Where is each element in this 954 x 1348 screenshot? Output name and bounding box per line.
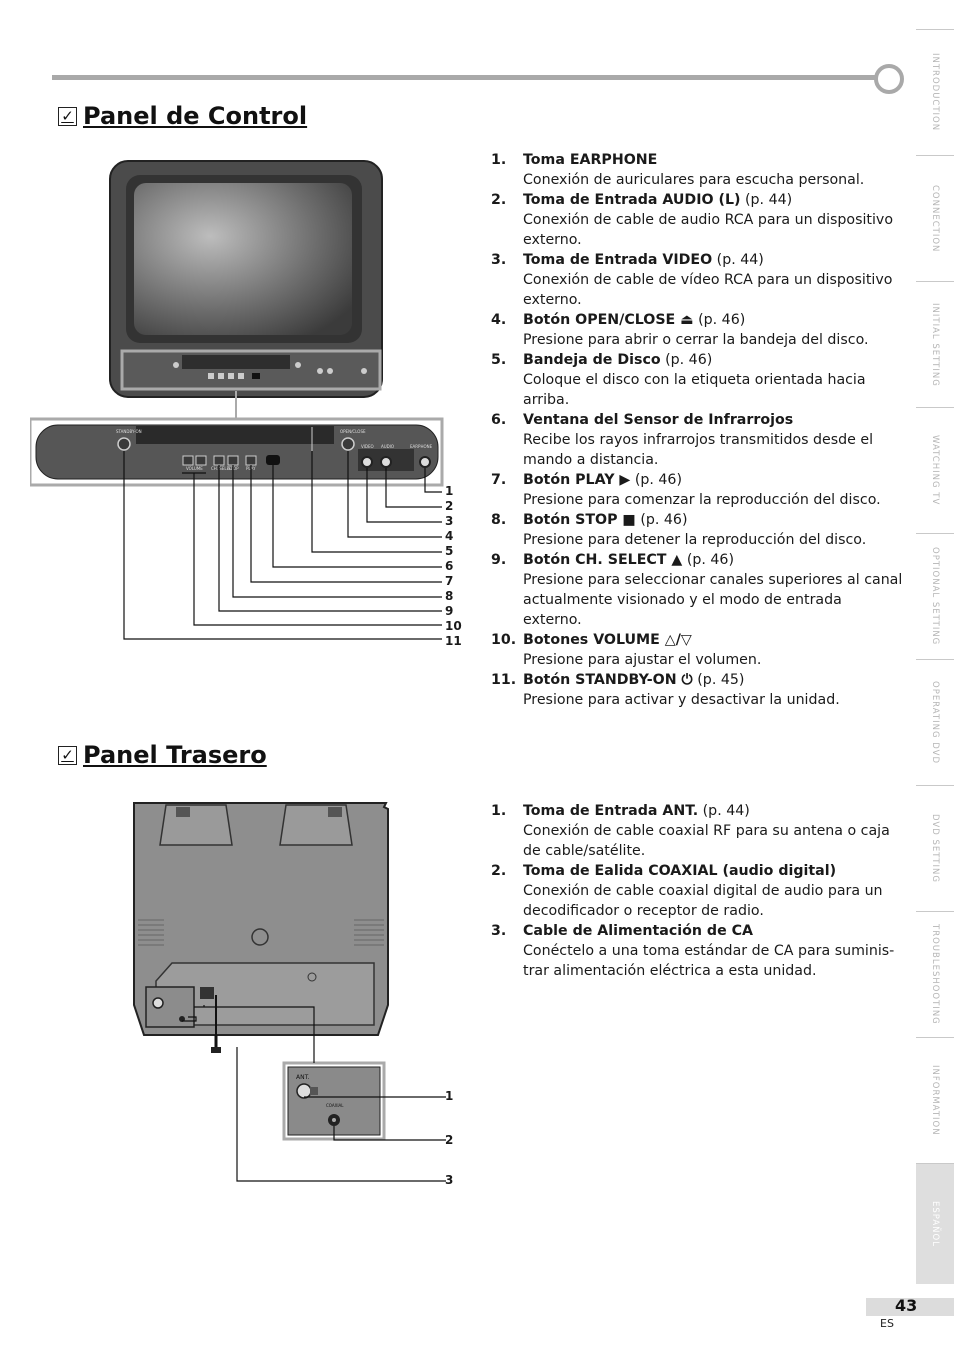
callout-number: 10 [445, 619, 462, 633]
tv-screen [134, 183, 352, 335]
callout-number: 1 [445, 1089, 454, 1103]
page-number-box [866, 1298, 954, 1316]
tab-watching-tv[interactable]: WATCHING TV [916, 407, 954, 533]
callout-number: 4 [445, 529, 454, 543]
disc-tray [136, 426, 334, 444]
svg-text:AUDIO: AUDIO [381, 444, 394, 449]
svg-text:OPEN/CLOSE: OPEN/CLOSE [340, 429, 366, 434]
svg-text:EARPHONE: EARPHONE [410, 444, 433, 449]
tab-espanol[interactable]: ESPAÑOL [916, 1163, 954, 1284]
list-item: 4.Botón OPEN/CLOSE ⏏ (p. 46)Presione par… [491, 312, 869, 348]
list-item: 2.Toma de Ealida COAXIAL (audio digital)… [491, 863, 883, 919]
callout-number: 3 [445, 514, 454, 528]
callout-number: 3 [445, 1173, 454, 1187]
list-item: 3.Toma de Entrada VIDEO (p. 44)Conexión … [491, 252, 893, 308]
checkbox-icon: ✓ [58, 106, 77, 126]
svg-text:VOLUME: VOLUME [186, 466, 203, 471]
list-item: 2.Toma de Entrada AUDIO (L) (p. 44)Conex… [491, 192, 894, 248]
tab-introduction[interactable]: INTRODUCTION [916, 29, 954, 155]
callout-number: 7 [445, 574, 454, 588]
tab-dvd-setting[interactable]: DVD SETTING [916, 785, 954, 911]
section-title-rear-text: Panel Trasero [83, 741, 267, 769]
side-tabs: INTRODUCTION CONNECTION INITIAL SETTING … [916, 29, 954, 1284]
section-title-rear: ✓ Panel Trasero [58, 741, 267, 769]
header-rule-circle [874, 64, 904, 94]
callout-number: 6 [445, 559, 454, 573]
section-title-control: ✓ Panel de Control [58, 102, 307, 130]
list-item: 11.Botón STANDBY-ON ⏻ (p. 45)Presione pa… [491, 672, 840, 708]
tab-troubleshooting[interactable]: TROUBLESHOOTING [916, 911, 954, 1037]
callout-number: 8 [445, 589, 454, 603]
tv-front-illustration: STANDBY-ON OPEN/CLOSE VIDEO AUDIO EARPHO… [30, 160, 444, 640]
svg-text:VIDEO: VIDEO [361, 444, 374, 449]
list-item: 10.Botones VOLUME △/▽Presione para ajust… [491, 632, 762, 668]
tab-optional-setting[interactable]: OPTIONAL SETTING [916, 533, 954, 659]
svg-text:STANDBY-ON: STANDBY-ON [116, 429, 142, 434]
list-item: 5.Bandeja de Disco (p. 46)Coloque el dis… [491, 352, 866, 408]
page-number: 43 [895, 1296, 918, 1315]
svg-text:COAXIAL: COAXIAL [326, 1103, 344, 1108]
list-item: 9.Botón CH. SELECT ▲ (p. 46)Presione par… [491, 552, 903, 628]
list-item: 7.Botón PLAY ▶ (p. 46)Presione para come… [491, 472, 881, 508]
callout-number: 9 [445, 604, 454, 618]
callout-number: 11 [445, 634, 462, 648]
svg-text:ANT.: ANT. [296, 1074, 310, 1081]
callout-number: 1 [445, 484, 454, 498]
page-language: ES [880, 1317, 894, 1330]
tab-connection[interactable]: CONNECTION [916, 155, 954, 281]
control-callouts: 1 2 3 4 5 6 7 8 9 10 11 [445, 484, 462, 649]
list-item: 1.Toma de Entrada ANT. (p. 44)Conexión d… [491, 803, 890, 859]
callout-number: 2 [445, 1133, 454, 1147]
tab-operating-dvd[interactable]: OPERATING DVD [916, 659, 954, 785]
tab-initial-setting[interactable]: INITIAL SETTING [916, 281, 954, 407]
rear-items-list: 1.Toma de Entrada ANT. (p. 44)Conexión d… [491, 801, 903, 981]
header-rule [52, 75, 878, 80]
callout-number: 5 [445, 544, 454, 558]
list-item: 8.Botón STOP ■ (p. 46)Presione para dete… [491, 512, 867, 548]
tv-rear-illustration: ANT. COAXIAL [133, 802, 446, 1182]
section-title-control-text: Panel de Control [83, 102, 308, 130]
checkbox-icon: ✓ [58, 745, 77, 765]
standby-button-drawing [117, 437, 131, 451]
callout-number: 2 [445, 499, 454, 513]
svg-text:CH. SELECT: CH. SELECT [211, 466, 235, 471]
tab-information[interactable]: INFORMATION [916, 1037, 954, 1163]
